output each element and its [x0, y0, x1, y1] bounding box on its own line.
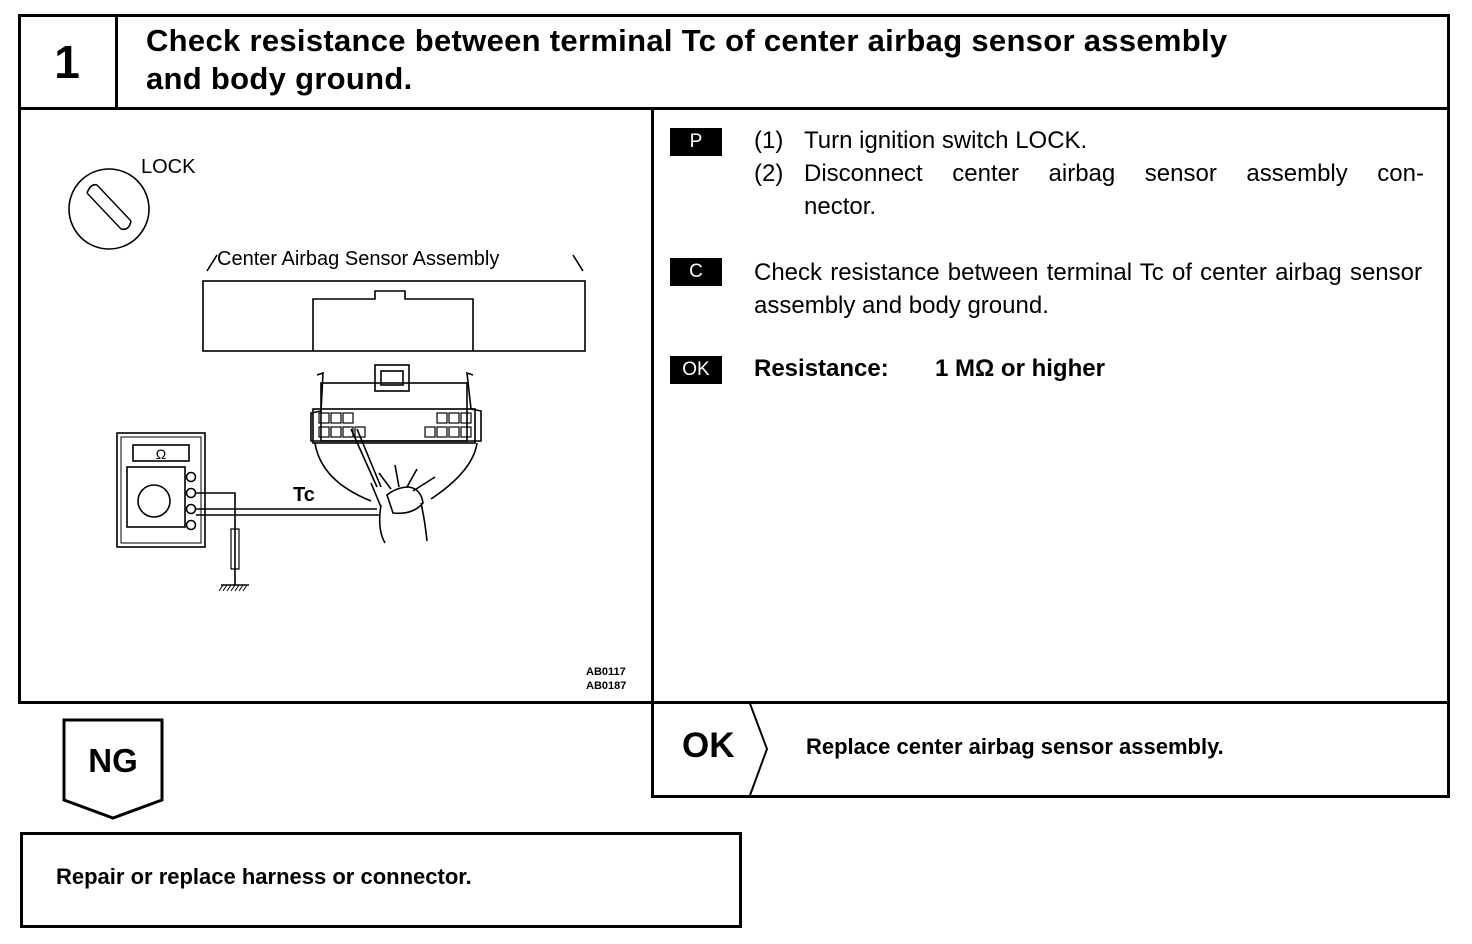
terminal-tc-label: Tc	[293, 484, 315, 506]
prep-step-1-text: Turn ignition switch LOCK.	[804, 127, 1088, 154]
ok-result-box	[651, 701, 1450, 798]
lock-label: LOCK	[141, 156, 196, 178]
step-number-box	[18, 14, 118, 110]
figure-code: AB0187	[586, 680, 627, 692]
ng-arrow-icon	[62, 718, 164, 820]
ok-action: Replace center airbag sensor assembly.	[806, 734, 1224, 759]
wiring-diagram: LOCK Center Airbag Sensor Assembly	[68, 156, 586, 592]
figure-code: AB0117	[586, 666, 626, 678]
step-title-line-1: Check resistance between terminal Tc of …	[146, 23, 1228, 58]
prep-step-1-number: (1)	[754, 127, 784, 154]
ng-result-box	[20, 832, 742, 928]
ohmmeter	[116, 432, 206, 548]
prep-step-2-line-2: nector.	[804, 193, 877, 220]
resistance-value: 1 MΩ or higher	[935, 355, 1105, 382]
prep-step-2-line-1: Disconnect center airbag sensor assembly…	[804, 160, 1424, 187]
ignition-key-icon	[68, 168, 150, 250]
main-panel	[18, 108, 1450, 704]
sensor-label: Center Airbag Sensor Assembly	[217, 248, 499, 270]
tc-lead	[196, 508, 379, 516]
check-tag: C	[670, 258, 722, 286]
ok-tag: OK	[670, 356, 722, 384]
step-title: Check resistance between terminal Tc of …	[146, 22, 1436, 98]
ok-chevron-icon	[748, 701, 769, 798]
resistance-label: Resistance:	[754, 355, 889, 382]
ground-symbol	[218, 573, 249, 592]
check-text: Check resistance between terminal Tc of …	[754, 259, 1422, 319]
test-probe	[350, 428, 382, 508]
ohm-symbol: Ω	[156, 446, 166, 462]
connector	[310, 364, 482, 544]
prep-tag: P	[670, 128, 722, 156]
ng-action: Repair or replace harness or connector.	[56, 864, 472, 889]
ground-lead	[196, 492, 236, 573]
step-title-line-2: and body ground.	[146, 61, 413, 96]
prep-step-2-number: (2)	[754, 160, 784, 187]
ok-label: OK	[682, 726, 735, 765]
ng-label: NG	[88, 742, 138, 779]
sensor-assembly	[202, 280, 586, 352]
step-number: 1	[54, 36, 80, 88]
step-header	[18, 14, 1450, 110]
panel-divider	[651, 108, 654, 798]
prep-step-2-text: Disconnect center airbag sensor assembly…	[804, 157, 1424, 223]
